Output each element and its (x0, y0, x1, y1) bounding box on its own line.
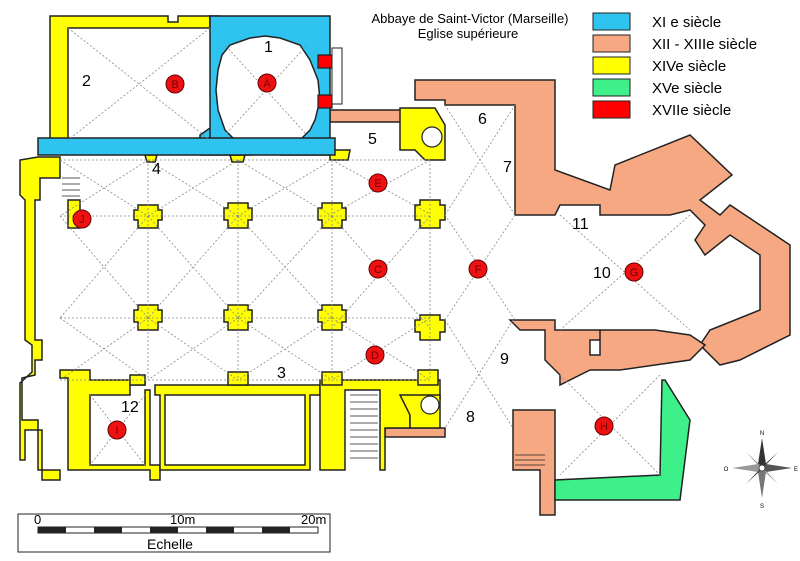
legend-label: XII - XIIIe siècle (652, 36, 757, 53)
room-number: 12 (121, 399, 139, 416)
room-number: 2 (82, 73, 91, 90)
room-number: 4 (152, 161, 161, 178)
scale-tick-20m: 20m (301, 512, 326, 527)
apse-window (331, 47, 343, 105)
marker-label: F (475, 264, 482, 276)
plan-subtitle: Eglise supérieure (418, 26, 518, 41)
legend: XI e siècle XII - XIIIe siècle XIVe sièc… (592, 12, 757, 119)
room-number: 5 (368, 131, 377, 148)
marker-label: J (79, 214, 85, 226)
legend-label: XI e siècle (652, 14, 721, 31)
room-numbers: 1 2 3 4 5 6 7 8 9 10 11 12 (82, 39, 611, 426)
spiral-stair-south (420, 395, 440, 415)
xie-walls (37, 15, 336, 156)
room-number: 9 (500, 351, 509, 368)
scale-bar: 0 10m 20m Echelle (17, 512, 331, 553)
legend-label: XVIIe siècle (652, 102, 731, 119)
legend-label: XIVe siècle (652, 58, 726, 75)
legend-swatch-xviie (592, 100, 631, 119)
marker-label: E (374, 178, 381, 190)
marker-label: C (374, 264, 382, 276)
room-number: 10 (593, 265, 611, 282)
room-number: 11 (572, 216, 589, 233)
legend-label: XVe siècle (652, 80, 722, 97)
nave-pillars (67, 199, 446, 386)
markers: A B C D E F G H I J (72, 73, 644, 440)
compass-rose-icon: N E S O (724, 431, 798, 510)
compass-n: N (760, 431, 764, 437)
compass-s: S (760, 504, 764, 510)
legend-swatch-xiie (592, 34, 631, 53)
spiral-stair-north (421, 126, 443, 148)
scale-label: Echelle (147, 536, 193, 552)
marker-label: H (600, 421, 608, 433)
xve-wall (554, 379, 691, 501)
scale-tick-10m: 10m (170, 512, 195, 527)
marker-label: D (371, 350, 379, 362)
marker-label: B (171, 79, 178, 91)
compass-o: O (724, 467, 729, 473)
marker-label: I (115, 425, 118, 437)
marker-label: A (263, 78, 271, 90)
legend-swatch-xive (592, 56, 631, 75)
marker-label: G (630, 267, 639, 279)
vault-lines (59, 27, 691, 476)
xviie-walls (317, 54, 333, 109)
staircase-lines (62, 177, 545, 466)
room-number: 7 (503, 159, 512, 176)
plan-title: Abbaye de Saint-Victor (Marseille) (371, 11, 568, 26)
choir-walls (329, 79, 791, 516)
room-number: 6 (478, 111, 487, 128)
room-number: 1 (264, 39, 273, 56)
legend-swatch-xie (592, 12, 631, 31)
scale-tick-0: 0 (34, 512, 41, 527)
room-number: 8 (466, 409, 475, 426)
room-number: 3 (277, 365, 286, 382)
legend-swatch-xve (592, 78, 631, 97)
compass-e: E (794, 467, 798, 473)
